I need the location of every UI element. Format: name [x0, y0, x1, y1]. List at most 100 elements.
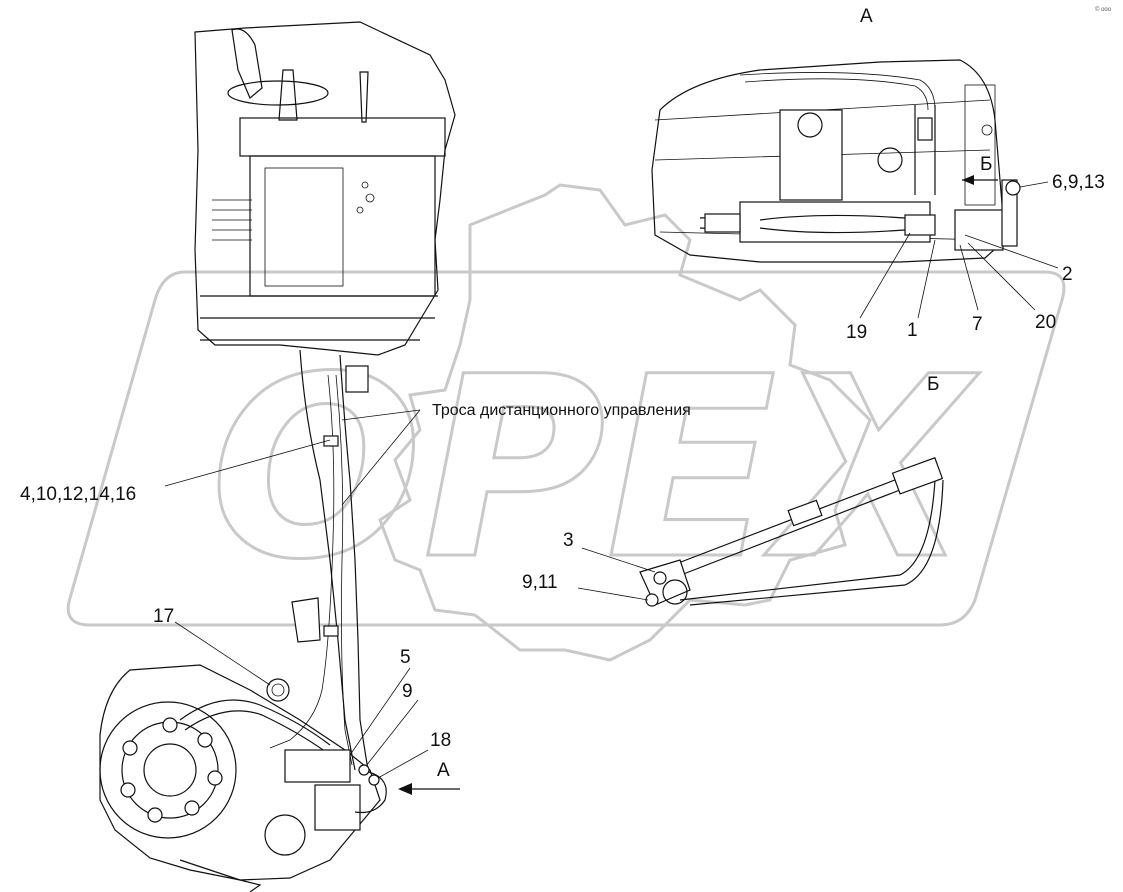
seat-back — [231, 28, 263, 99]
engine-panel — [264, 167, 344, 287]
piston-rod — [759, 214, 906, 234]
cab-floor — [200, 295, 438, 341]
pivot-disc — [662, 579, 688, 605]
vertical-rod — [914, 105, 936, 195]
steering-column — [278, 69, 298, 121]
leader-lines — [164, 181, 1059, 795]
cylinder-body — [739, 201, 931, 243]
mount-plate — [1001, 179, 1018, 247]
hub-outer — [99, 701, 237, 839]
labels: Троса дистанционного управления 4,10,12,… — [20, 172, 1105, 781]
leader-9 — [365, 699, 419, 767]
leader-5 — [349, 667, 411, 756]
remote-cables-note: Троса дистанционного управления — [432, 402, 691, 419]
hub-bolt — [120, 782, 136, 798]
hub-bolt — [207, 770, 223, 786]
hub-bolt — [197, 732, 213, 748]
cable-clamp — [323, 625, 339, 637]
wall-bolt — [981, 124, 993, 136]
leader-note — [341, 409, 421, 506]
bellows — [212, 199, 252, 241]
leader-4-10-12-14-16 — [164, 439, 331, 487]
view-a-break-outline — [651, 59, 1006, 263]
pivot — [797, 112, 823, 138]
view-a-title: А — [860, 6, 873, 27]
leader-1 — [917, 239, 936, 319]
linkage-rod — [659, 477, 906, 581]
linkage-lower-arm — [679, 479, 944, 606]
hose — [179, 699, 331, 753]
lever — [359, 71, 369, 123]
callout-4-10-12-14-16: 4,10,12,14,16 — [20, 484, 136, 505]
panel-bolt — [365, 193, 375, 203]
callout-18: 18 — [430, 730, 451, 751]
rod-end-fitting — [891, 457, 944, 495]
rod-sleeve — [787, 499, 823, 527]
leader-18 — [377, 749, 429, 779]
hub-center — [143, 743, 197, 797]
watermark-text: OPEX — [210, 323, 980, 614]
axle-assembly — [99, 664, 387, 892]
remote-cable — [335, 374, 353, 766]
engine-cover — [249, 155, 436, 297]
callout-7: 7 — [972, 314, 983, 335]
valve-body — [284, 749, 351, 783]
actuator — [954, 209, 1004, 251]
leader-7 — [959, 244, 979, 311]
view-b-title: Б — [927, 374, 939, 395]
main-view — [194, 21, 456, 771]
bracket — [291, 597, 321, 643]
panel-bolt — [361, 181, 369, 189]
axle-housing — [99, 664, 381, 881]
panel-bolt — [356, 206, 364, 214]
leader-2 — [964, 234, 1059, 269]
grommet-inner — [271, 683, 285, 697]
spring-housing — [264, 814, 306, 856]
overhead-cable — [739, 72, 936, 111]
view-a: А Б — [651, 6, 1021, 263]
leader-note — [341, 409, 421, 421]
view-a-pointer-label: А — [437, 760, 450, 781]
hub-bolt — [162, 717, 178, 733]
cab-outline — [194, 21, 456, 356]
callout-6-9-13: 6,9,13 — [1052, 172, 1105, 193]
mount-lug — [179, 859, 262, 892]
nut-18 — [368, 774, 380, 786]
leader-6-9-13 — [1019, 181, 1049, 188]
clevis-nut — [653, 571, 667, 585]
frame-rail — [299, 349, 369, 771]
view-a-pointer-arrowhead — [398, 783, 412, 795]
callout-3: 3 — [563, 530, 574, 551]
callout-9-11: 9,11 — [522, 572, 558, 593]
callout-5: 5 — [400, 647, 411, 668]
callout-17: 17 — [153, 606, 174, 627]
leader-20 — [967, 242, 1036, 311]
grommet — [266, 678, 290, 702]
callout-19: 19 — [846, 322, 867, 343]
view-b-pointer-arrowhead — [962, 175, 974, 185]
callout-9: 9 — [402, 681, 413, 702]
view-b-pointer-label: Б — [980, 154, 992, 175]
side-plate — [964, 84, 996, 206]
dashboard-block — [239, 117, 446, 157]
callout-2: 2 — [1062, 264, 1073, 285]
leader-9-11 — [577, 587, 649, 601]
hub-bolt — [122, 740, 138, 756]
callout-20: 20 — [1035, 312, 1056, 333]
hub-bolt — [184, 800, 200, 816]
nut-9 — [358, 764, 370, 776]
callout-1: 1 — [907, 320, 918, 341]
nut-6-9-13 — [1005, 180, 1021, 196]
leader-17 — [174, 621, 271, 686]
watermark-frame — [66, 270, 1066, 627]
rod-end — [917, 117, 933, 141]
leader-3 — [581, 547, 656, 573]
steering-wheel — [227, 80, 329, 106]
leader-19 — [859, 232, 911, 319]
rod-clevis — [904, 214, 936, 236]
cylinder-end-cap — [704, 213, 741, 233]
cable-clamp — [323, 435, 339, 447]
lower-pivot — [877, 147, 903, 173]
watermark: OPEX © ooo — [66, 6, 1112, 662]
